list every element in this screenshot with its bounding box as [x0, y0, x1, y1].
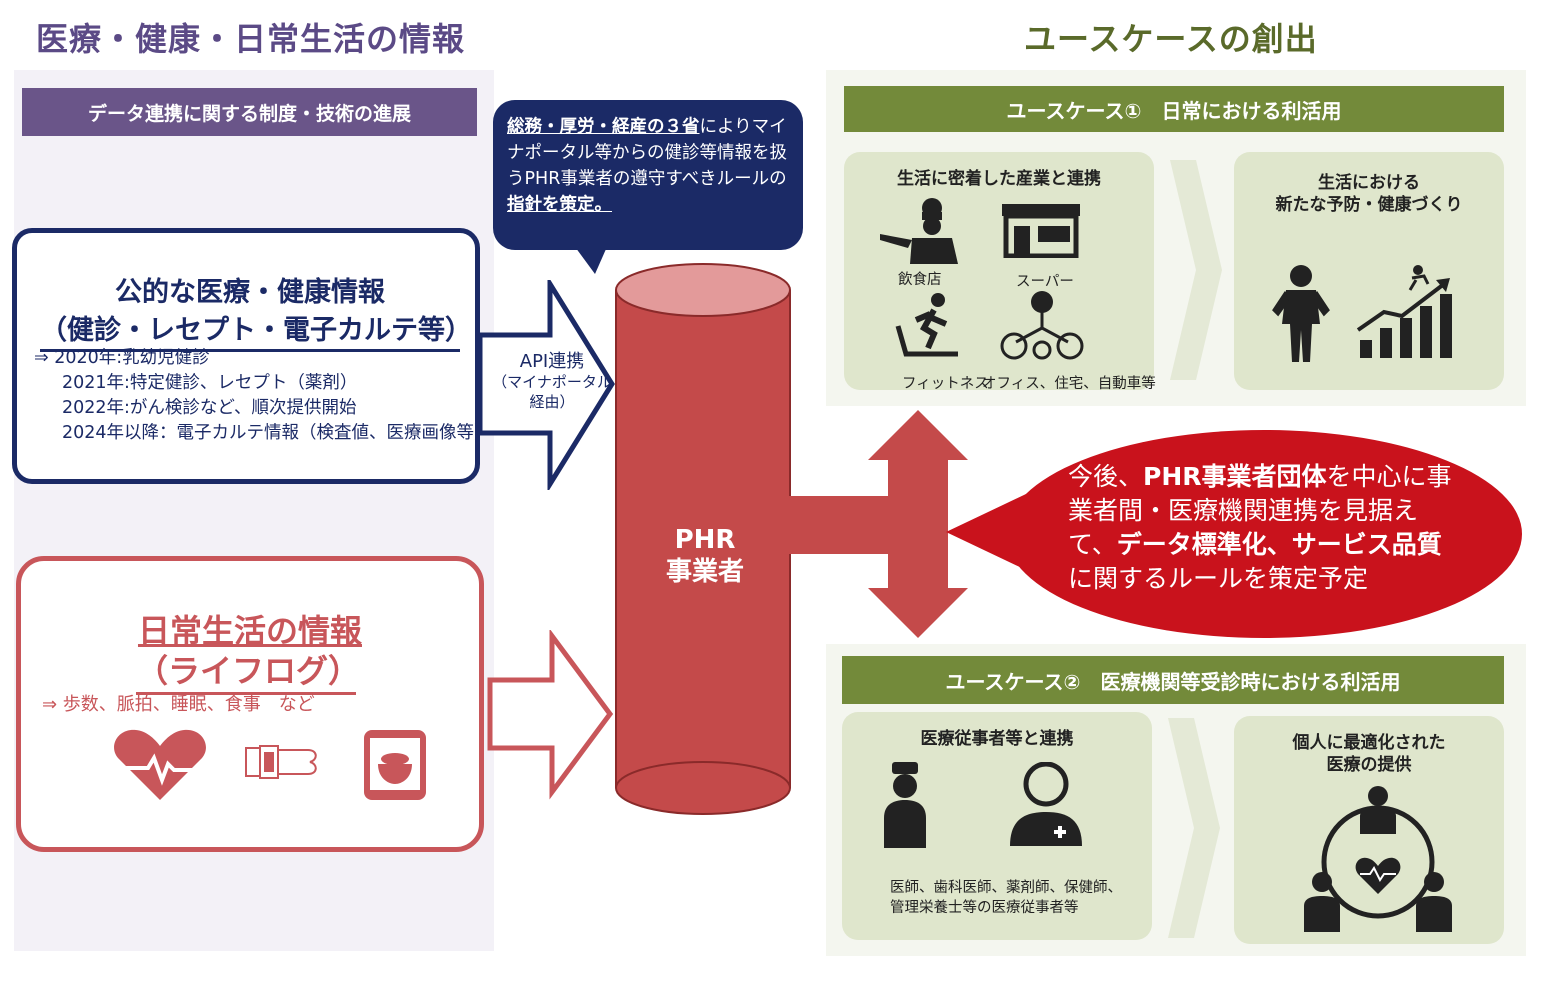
usecase1-bar: ユースケース① 日常における利活用	[844, 86, 1504, 132]
roadmap-t2: を中心に事業者間・医療機関連携を見据えて、	[1068, 462, 1452, 559]
label-supermarket: スーパー	[1016, 274, 1074, 290]
usecase1-box2-title: 生活における 新たな予防・健康づくり	[1234, 172, 1504, 216]
label-office: オフィス、住宅、自動車等	[982, 376, 1156, 392]
purple-bar: データ連携に関する制度・技術の進展	[22, 88, 477, 136]
chevron-right-icon	[1168, 718, 1220, 938]
usecase2-bar: ユースケース② 医療機関等受診時における利活用	[842, 656, 1504, 704]
phr-label-line2: 事業者	[665, 557, 744, 587]
heart-icon	[114, 729, 206, 800]
usecase2-box1-title: 医療従事者等と連携	[920, 729, 1074, 749]
caption-line1: 医師、歯科医師、薬剤師、保健師、	[890, 880, 1122, 896]
roadmap-t1: 今後、	[1068, 462, 1144, 491]
right-title: ユースケースの創出	[1024, 20, 1318, 58]
treadmill-icon	[895, 293, 958, 357]
phr-label: PHR 事業者	[620, 524, 790, 588]
left-title: 医療・健康・日常生活の情報	[36, 20, 466, 58]
connector-arrow	[788, 410, 968, 638]
label-restaurant: 飲食店	[898, 272, 942, 288]
daily-info-box	[16, 556, 484, 852]
usecase1-box1-title: 生活に密着した産業と連携	[897, 169, 1101, 189]
policy-strong1: 総務・厚労・経産の３省	[507, 117, 700, 137]
policy-bubble: 総務・厚労・経産の３省によりマイナポータル等からの健診等情報を扱うPHR事業者の…	[493, 100, 803, 250]
daily-info-list: ⇒ 歩数、脈拍、睡眠、食事 など	[42, 694, 315, 715]
public-info-subtitle: （健診・レセプト・電子カルテ等）	[40, 308, 472, 352]
supermarket-icon	[1002, 204, 1080, 258]
roadmap-bubble	[946, 430, 1522, 638]
usecase2-box2-title: 個人に最適化された 医療の提供	[1234, 732, 1504, 776]
person-icon	[1272, 265, 1330, 362]
usecase2-box2-title1: 個人に最適化された	[1292, 733, 1446, 753]
phr-label-line1: PHR	[674, 525, 736, 555]
care-team-icon	[1304, 786, 1452, 932]
list-item: ⇒ 2020年:乳幼児健診	[34, 348, 210, 368]
api-arrow	[478, 280, 615, 490]
policy-text: によりマイナポータル等からの健診等情報を扱うPHR事業者の遵守すべきルールの	[507, 117, 787, 189]
public-info-title: 公的な医療・健康情報	[115, 277, 385, 308]
roadmap-b2: データ標準化、サービス品質	[1116, 530, 1442, 559]
bubble-tail	[570, 240, 610, 274]
roadmap-b1: PHR事業者団体	[1143, 462, 1327, 491]
list-item: 2024年以降：電子カルテ情報（検査値、医療画像等）	[62, 423, 492, 443]
growth-chart-icon	[1356, 265, 1452, 358]
usecase2-caption: 医師、歯科医師、薬剤師、保健師、 管理栄養士等の医療従事者等	[890, 878, 1122, 918]
list-item: 2021年:特定健診、レセプト（薬剤）	[62, 373, 358, 393]
roadmap-t3: に関するルールを策定予定	[1068, 564, 1369, 593]
label-fitness: フィットネス	[902, 376, 989, 392]
chevron-right-icon	[1170, 160, 1222, 380]
api-label-text: API連携	[519, 351, 585, 372]
list-item: 2022年:がん検診など、順次提供開始	[62, 398, 357, 418]
daily-info-title: 日常生活の情報	[137, 612, 362, 650]
usecase1-box2-title2: 新たな予防・健康づくり	[1275, 195, 1463, 215]
daily-info-subtitle: （ライフログ）	[136, 646, 360, 695]
usecase2-box2-title2: 医療の提供	[1326, 755, 1412, 775]
policy-strong2: 指針を策定。	[507, 195, 612, 215]
lifelog-arrow	[487, 630, 614, 800]
usecase1-box2-title1: 生活における	[1318, 173, 1420, 193]
tablet-meal-icon	[364, 730, 426, 800]
api-label: API連携 （マイナポータル経由）	[492, 352, 612, 412]
connected-home-icon	[1000, 291, 1084, 360]
public-info-list: ⇒ 2020年:乳幼児健診 2021年:特定健診、レセプト（薬剤） 2022年:…	[34, 346, 492, 446]
nurse-icon	[884, 762, 926, 848]
wearable-band-icon	[245, 745, 317, 779]
phr-cylinder	[615, 263, 791, 815]
roadmap-text: 今後、PHR事業者団体を中心に事業者間・医療機関連携を見据えて、データ標準化、サ…	[1068, 460, 1458, 596]
doctor-icon	[1010, 762, 1082, 846]
api-sub-text: （マイナポータル経由）	[492, 373, 612, 411]
caption-line2: 管理栄養士等の医療従事者等	[890, 900, 1079, 916]
usecase1-box1	[844, 152, 1154, 390]
chef-icon	[880, 198, 958, 264]
